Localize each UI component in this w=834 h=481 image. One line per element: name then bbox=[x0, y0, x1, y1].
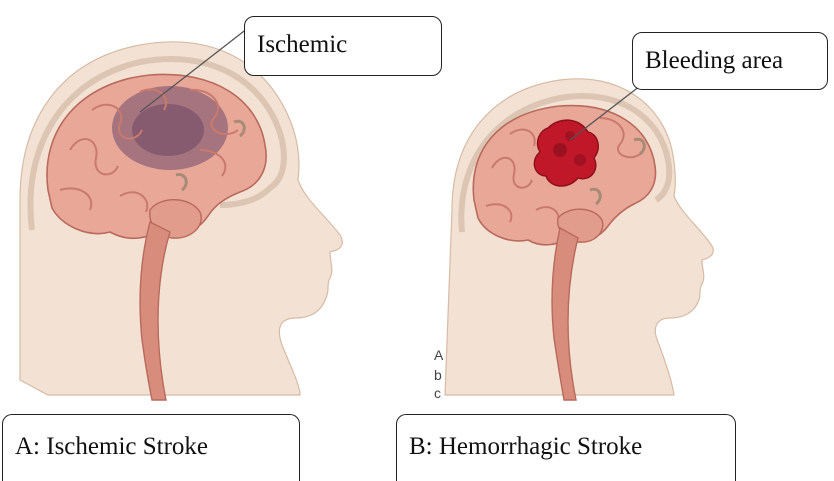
ischemic-callout-label: Ischemic bbox=[257, 31, 347, 58]
head-b bbox=[445, 79, 713, 400]
ischemic-callout-box: Ischemic bbox=[244, 16, 442, 76]
bleeding-callout-box: Bleeding area bbox=[632, 32, 828, 90]
stray-mark-a: A bbox=[434, 347, 444, 363]
ischemic-caption-label: A: Ischemic Stroke bbox=[15, 433, 208, 460]
hemorrhagic-caption-label: B: Hemorrhagic Stroke bbox=[409, 433, 642, 460]
bleeding-callout-label: Bleeding area bbox=[645, 47, 783, 74]
stray-mark-c: c bbox=[434, 385, 441, 401]
hemorrhagic-caption-box: B: Hemorrhagic Stroke bbox=[396, 414, 736, 481]
ischemic-caption-box: A: Ischemic Stroke bbox=[2, 414, 300, 481]
stray-mark-b: b bbox=[434, 367, 442, 383]
head-a bbox=[20, 42, 342, 400]
